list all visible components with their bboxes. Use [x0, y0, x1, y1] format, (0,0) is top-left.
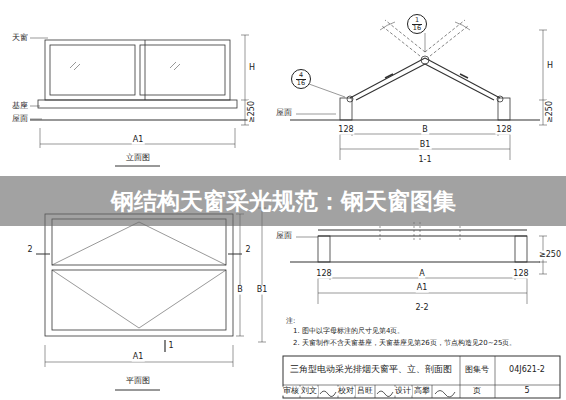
drawing-label: 2	[26, 246, 33, 255]
drawing-label: 屋面	[11, 115, 29, 124]
drawing-label: H	[546, 62, 554, 71]
drawing-label: B1	[419, 141, 432, 150]
drawing-label: 2-2	[414, 304, 429, 313]
drawing-label: 平面图	[125, 377, 151, 386]
skylight-frame	[45, 40, 230, 100]
drawing-label: B1	[256, 286, 269, 295]
drawing-label: 屋面	[275, 232, 293, 241]
drawing-label: 天窗	[11, 34, 29, 43]
callout-number: 16	[412, 24, 422, 32]
drawing-label: 高攀	[413, 387, 431, 396]
title-banner: 钢结构天窗采光规范：钢天窗图集	[0, 176, 566, 226]
drawing-label: ≥250	[248, 100, 257, 124]
drawing-label: 三角型电动采光排烟天窗平、立、剖面图	[289, 365, 453, 374]
callout-circle: 116	[407, 14, 427, 34]
callout-number: 16	[296, 79, 306, 87]
drawing-label: 吕旺	[356, 387, 374, 396]
drawing-label: 注:	[285, 318, 296, 326]
drawing-label: 2	[244, 246, 251, 255]
drawing-label: B	[421, 126, 429, 135]
drawing-label: 页	[472, 387, 482, 396]
drawing-label: B	[236, 286, 244, 295]
drawing-label: 刘文	[300, 387, 318, 396]
drawing-label: A1	[132, 353, 145, 362]
drawing-label: 2. 天窗制作不含天窗基座，天窗基座见第26页，节点构造见20~25页。	[292, 340, 518, 348]
drawing-label: 1	[167, 342, 174, 351]
plan-frame	[45, 214, 233, 336]
drawing-label: ≥250	[546, 100, 555, 124]
drawing-label: 基座	[11, 102, 29, 111]
drawing-label: 立面图	[125, 154, 151, 163]
drawing-label: 图集号	[464, 366, 490, 375]
drawing-label: 屋面	[275, 109, 293, 118]
drawing-label: A1	[132, 136, 145, 145]
callout-circle: 416	[291, 69, 311, 89]
drawing-label: A1	[416, 284, 429, 293]
drawing-label: 128	[495, 126, 512, 135]
drawing-label: 128	[337, 126, 354, 135]
drawing-label: 128	[315, 270, 332, 279]
drawing-label: 5	[523, 387, 530, 396]
title-text: 钢结构天窗采光规范：钢天窗图集	[111, 186, 456, 217]
drawing-label: 审核	[282, 387, 300, 396]
drawing-label: 04J621-2	[508, 366, 546, 375]
drawing-label: H	[248, 64, 256, 73]
base-curb	[38, 100, 237, 108]
drawing-label: ≥250	[538, 251, 562, 260]
drawing-label: 1-1	[417, 156, 432, 165]
drawing-label: 校对	[337, 387, 355, 396]
drawing-label: A	[418, 270, 425, 279]
drawing-label: 设计	[394, 387, 412, 396]
drawing-label: 1. 图中以字母标注的尺寸见第4页。	[292, 328, 405, 336]
drawing-label: 128	[512, 270, 529, 279]
